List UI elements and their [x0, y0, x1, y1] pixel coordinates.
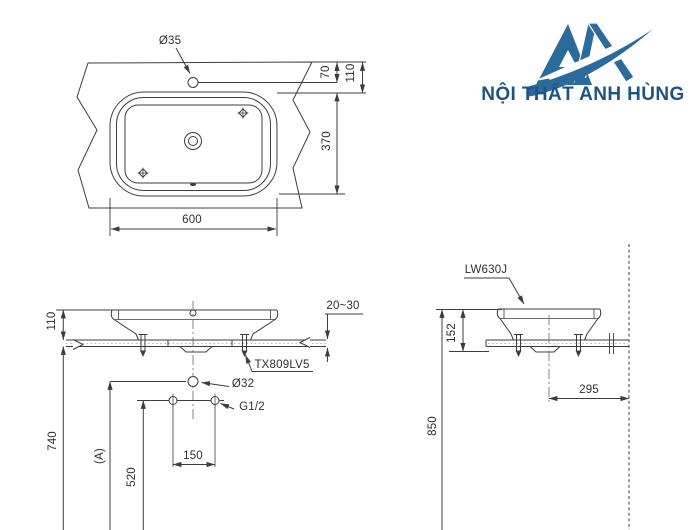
- dim-label-counter-underside-height: 740: [47, 431, 59, 451]
- mounting-bolt: [239, 334, 250, 358]
- counter-section-side: [485, 339, 629, 347]
- drain-recess-side: [529, 346, 561, 353]
- drain-outer-circle: [184, 132, 202, 150]
- brand-name: NỘI THẤT ANH HÙNG: [481, 84, 685, 105]
- leader-product: [508, 277, 525, 305]
- basin-outer-rim: [109, 91, 278, 197]
- leader-mounting-kit: [245, 354, 253, 372]
- dim-label-faucet-hole-dia: Ø35: [158, 35, 182, 47]
- dim-label-supply-spacing: 150: [183, 450, 203, 462]
- plan-view: [76, 47, 366, 236]
- dim-label-supply-thread: G1/2: [239, 401, 265, 413]
- counter-break-left: [72, 339, 85, 350]
- faucet-hole: [187, 77, 199, 88]
- overflow-mark: [190, 182, 196, 187]
- logo-foot-left: [536, 78, 552, 85]
- dim-label-counter-top-height: 850: [427, 416, 439, 436]
- logo-foot-middle: [573, 77, 592, 85]
- mounting-bolt: [513, 334, 524, 358]
- brand-logo-mark: [523, 22, 657, 100]
- basin-mid-rim: [116, 97, 271, 191]
- leader-faucet-hole: [175, 47, 191, 74]
- dim-label-counter-thickness: 20~30: [326, 300, 360, 312]
- dim-label-hole-offset: 70: [320, 65, 332, 79]
- dim-label-supply-height: 520: [126, 467, 138, 487]
- counter-break-right: [298, 337, 311, 348]
- countertop-outline: [76, 61, 313, 209]
- label-product-code: LW630J: [464, 264, 508, 276]
- logo-swoosh: [527, 29, 653, 97]
- dim-label-rim-height-side: 152: [446, 323, 458, 343]
- mounting-bolt: [573, 334, 584, 358]
- side-view: [436, 244, 630, 530]
- dim-label-rim-above-counter: 110: [46, 311, 58, 331]
- counter-joint-mark: [609, 333, 614, 354]
- front-view: [56, 301, 363, 530]
- fixing-mark-top-right: [237, 107, 249, 119]
- label-mounting-kit: TX809LV5: [254, 359, 310, 371]
- dim-label-basin-width: 600: [182, 214, 202, 226]
- drain-inner-circle: [188, 136, 198, 146]
- dim-label-drain-dia: Ø32: [231, 378, 255, 390]
- leader-drain: [201, 381, 230, 387]
- dim-label-drain-height: (A): [94, 448, 106, 464]
- counter-section: [66, 339, 326, 347]
- dim-label-basin-depth: 370: [321, 131, 333, 151]
- leader-supply: [220, 403, 235, 410]
- drain-recess: [179, 346, 213, 353]
- basin-front-profile: [110, 309, 279, 341]
- mounting-bolt: [138, 334, 148, 358]
- drain-outlet: [187, 376, 199, 387]
- fixing-mark-bottom-left: [137, 167, 149, 179]
- dim-label-drain-to-wall: 295: [579, 384, 599, 396]
- dim-label-deck-front-offset: 110: [345, 63, 357, 83]
